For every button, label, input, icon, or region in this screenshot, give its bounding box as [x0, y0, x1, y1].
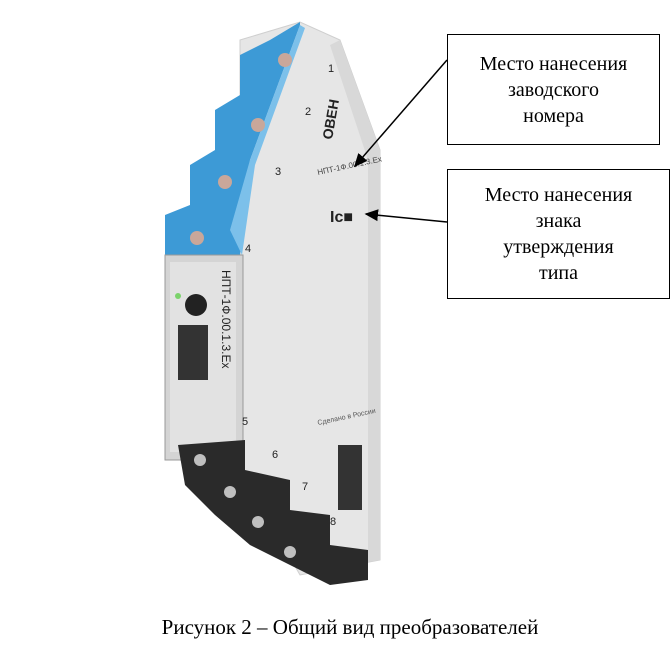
- brand-logo: ОВЕН: [319, 98, 342, 141]
- callout-line: номера: [523, 104, 584, 127]
- terminal-number: 2: [305, 106, 311, 118]
- callout-serial-number: Место нанесения заводского номера: [447, 34, 660, 145]
- connector-port: [178, 325, 208, 380]
- terminal-number: 6: [272, 449, 278, 461]
- terminal-number: 4: [245, 243, 251, 255]
- callout-arrow-serial: [354, 59, 448, 168]
- figure-caption: Рисунок 2 – Общий вид преобразователей: [161, 615, 539, 639]
- callout-line: Место нанесения: [479, 52, 628, 75]
- callout-arrow-approval: [364, 209, 448, 223]
- callout-line: заводского: [508, 78, 599, 101]
- qr-code: [338, 445, 362, 510]
- callout-line: Место нанесения: [484, 184, 633, 206]
- bottom-terminal-block: [178, 440, 368, 585]
- approval-mark: Ic■: [330, 209, 353, 226]
- terminal-number: 8: [330, 516, 336, 528]
- top-terminal-block: [165, 22, 300, 255]
- callout-type-approval: Место нанесения знака утверждения типа: [447, 169, 670, 299]
- callout-line: знака: [535, 210, 582, 232]
- front-model-label: НПТ-1Ф.00.1.3.Ex: [219, 270, 233, 368]
- terminal-number: 3: [275, 166, 281, 178]
- callout-line: утверждения: [503, 236, 614, 258]
- callout-line: типа: [538, 262, 579, 284]
- terminal-number: 7: [302, 481, 308, 493]
- terminal-number: 1: [328, 63, 334, 75]
- status-indicator: [185, 294, 207, 316]
- terminal-number: 5: [242, 416, 248, 428]
